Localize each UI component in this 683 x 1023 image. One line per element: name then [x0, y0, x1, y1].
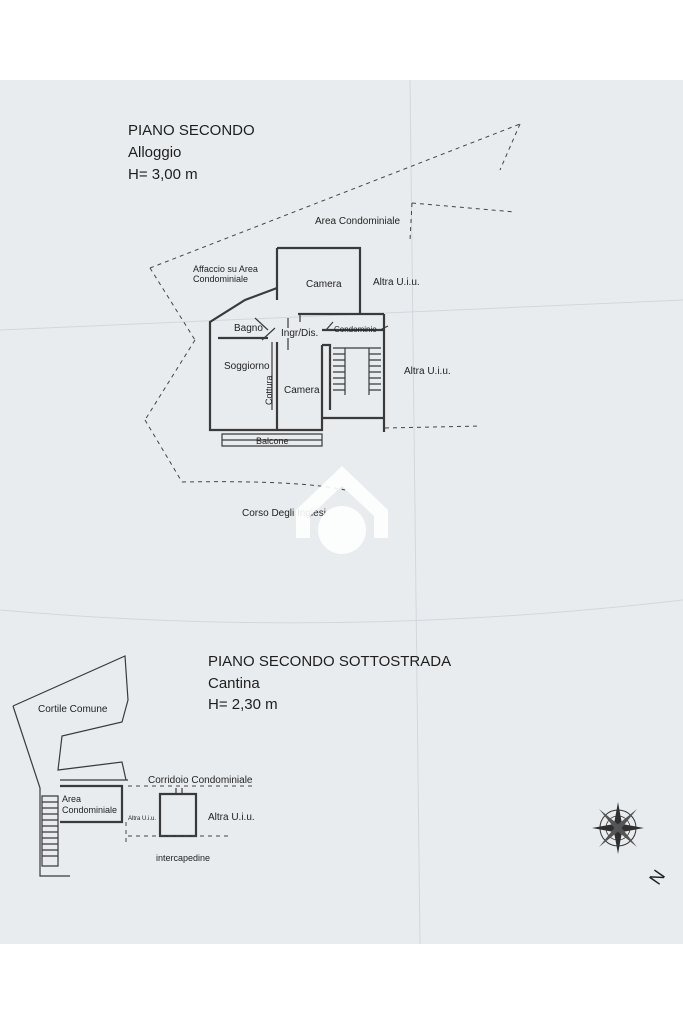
label-altra-uiu-top: Altra U.i.u.	[373, 277, 420, 288]
label-corridoio: Corridoio Condominiale	[148, 775, 253, 786]
agency-logo-icon	[296, 466, 388, 554]
upper-apartment-walls	[208, 246, 389, 447]
upper-site-boundary	[144, 123, 521, 491]
label-area-line2: Condominiale	[62, 805, 117, 815]
label-altra-uiu: Altra U.i.u.	[208, 812, 255, 823]
label-ingresso: Ingr/Dis.	[281, 328, 318, 339]
label-condominio: Condominio	[334, 325, 377, 334]
label-altra-uiu-right: Altra U.i.u.	[404, 366, 451, 377]
label-camera-top: Camera	[306, 279, 342, 290]
label-affaccio-line2: Condominiale	[193, 274, 248, 284]
label-street: Corso Degli Inglesi	[242, 508, 326, 519]
label-cortile: Cortile Comune	[38, 704, 108, 715]
label-cottura: Cottura	[264, 375, 274, 405]
label-altra-uiu-small: Altra U.i.u.	[128, 816, 156, 822]
upper-floor-title: PIANO SECONDO	[128, 122, 255, 139]
compass-rose-icon	[592, 802, 644, 854]
label-bagno: Bagno	[234, 323, 263, 334]
label-soggiorno: Soggiorno	[224, 361, 270, 372]
upper-floor-height: H= 3,00 m	[128, 166, 198, 183]
upper-floor-titles: PIANO SECONDO Alloggio H= 3,00 m	[128, 122, 255, 183]
upper-room-labels: Area Condominiale Affaccio su Area Condo…	[193, 216, 451, 519]
lower-room-labels: Cortile Comune Corridoio Condominiale Ar…	[38, 704, 255, 863]
label-area-line1: Area	[62, 794, 81, 804]
north-label: N	[645, 866, 669, 888]
lower-floor-title: PIANO SECONDO SOTTOSTRADA	[208, 653, 451, 670]
lower-floor-titles: PIANO SECONDO SOTTOSTRADA Cantina H= 2,3…	[208, 653, 451, 713]
label-affaccio-line1: Affaccio su Area	[193, 264, 258, 274]
label-intercapedine: intercapedine	[156, 853, 210, 863]
lower-floor-subtitle: Cantina	[208, 675, 260, 692]
lower-floor-height: H= 2,30 m	[208, 696, 278, 713]
lower-courtyard-outline	[12, 655, 252, 877]
label-camera-bottom: Camera	[284, 385, 320, 396]
upper-floor-subtitle: Alloggio	[128, 144, 181, 161]
label-area-condominiale: Area Condominiale	[315, 216, 400, 227]
label-balcone: Balcone	[256, 436, 289, 446]
